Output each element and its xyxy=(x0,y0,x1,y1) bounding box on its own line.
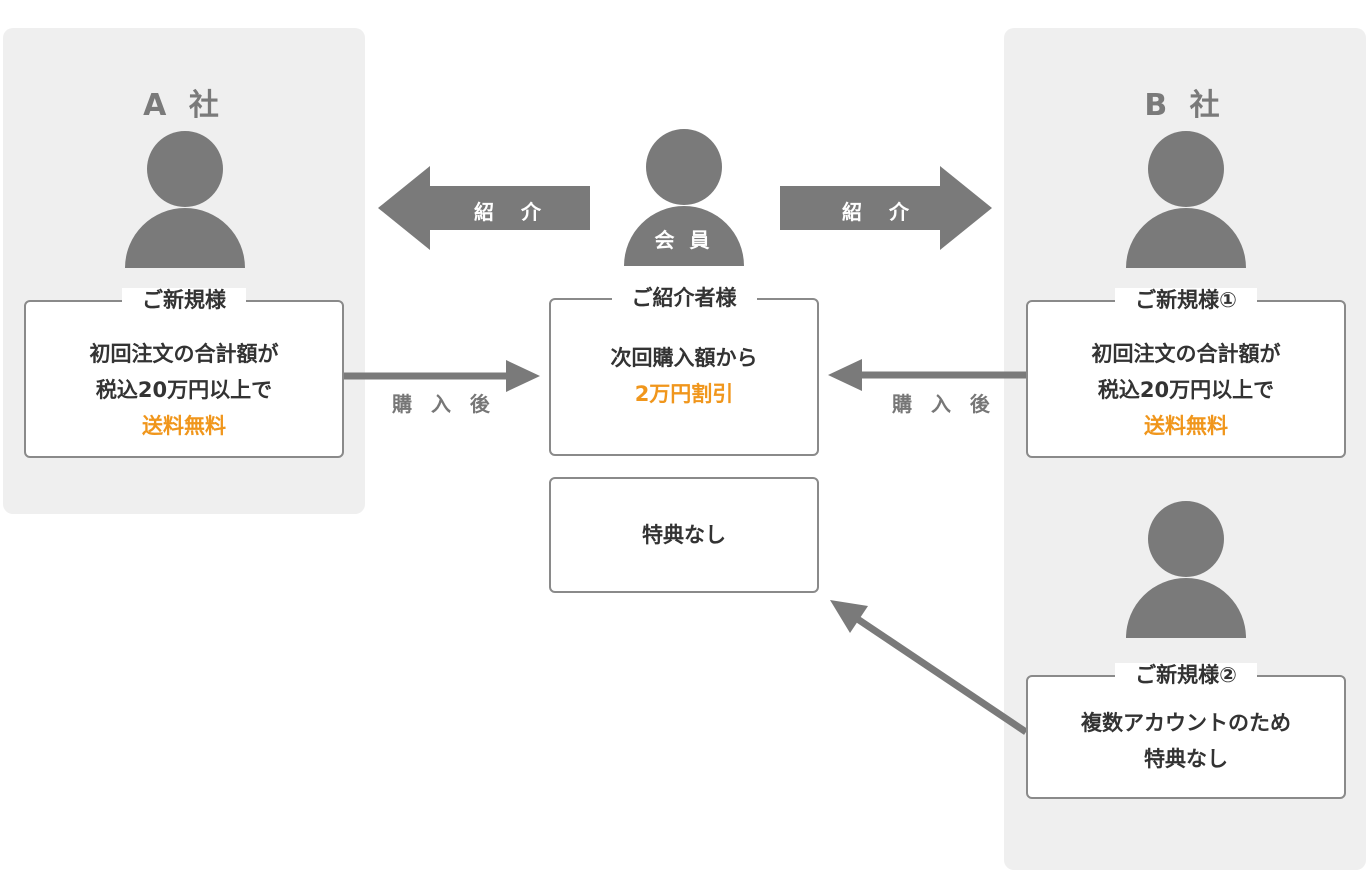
company-b-new-customer-2-title: ご新規様② xyxy=(1115,663,1257,687)
company-a-new-customer-title: ご新規様 xyxy=(122,288,246,312)
company-b1-line1: 初回注文の合計額が xyxy=(1091,342,1281,366)
person-icon-company-a xyxy=(125,131,245,268)
refer-arrow-left xyxy=(378,166,590,250)
diagonal-arrow-shaft xyxy=(854,615,1028,735)
referrer-title: ご紹介者様 xyxy=(611,286,757,310)
no-benefit-box: 特典なし xyxy=(549,477,819,593)
company-a-new-customer-box: ご新規様 初回注文の合計額が 税込20万円以上で 送料無料 xyxy=(24,288,344,458)
company-b-new-customer-1-box: ご新規様① 初回注文の合計額が 税込20万円以上で 送料無料 xyxy=(1026,288,1346,458)
company-a-title: A 社 xyxy=(143,88,225,123)
member-label: 会 員 xyxy=(654,228,714,252)
company-b-new-customer-1-title: ご新規様① xyxy=(1115,288,1257,312)
company-b2-line1: 複数アカウントのため xyxy=(1081,711,1291,735)
person-icon-company-b-1 xyxy=(1126,131,1246,268)
refer-right-label: 紹 介 xyxy=(842,200,919,224)
after-purchase-right-label: 購 入 後 xyxy=(892,392,996,416)
company-b2-line2: 特典なし xyxy=(1144,747,1228,771)
company-b1-highlight: 送料無料 xyxy=(1144,414,1228,438)
no-benefit-text: 特典なし xyxy=(642,523,726,547)
diagonal-arrow-head xyxy=(830,600,868,633)
person-icon-company-b-2 xyxy=(1126,501,1246,638)
purchase-arrow-left-head xyxy=(506,360,540,392)
company-a-line2: 税込20万円以上で xyxy=(95,378,273,402)
person-icon-member xyxy=(624,129,744,266)
refer-left-label: 紹 介 xyxy=(474,200,551,224)
referrer-box: ご紹介者様 次回購入額から 2万円割引 xyxy=(549,286,819,456)
referrer-line1: 次回購入額から xyxy=(610,346,758,370)
company-b1-line2: 税込20万円以上で xyxy=(1097,378,1275,402)
company-b-title: B 社 xyxy=(1144,88,1226,123)
refer-arrow-right xyxy=(780,166,992,250)
after-purchase-left-label: 購 入 後 xyxy=(392,392,496,416)
purchase-arrow-right-head xyxy=(828,359,862,391)
company-a-highlight: 送料無料 xyxy=(142,414,226,438)
referrer-highlight: 2万円割引 xyxy=(634,382,734,406)
company-b-new-customer-2-box: ご新規様② 複数アカウントのため 特典なし xyxy=(1026,663,1346,799)
company-a-line1: 初回注文の合計額が xyxy=(89,342,279,366)
